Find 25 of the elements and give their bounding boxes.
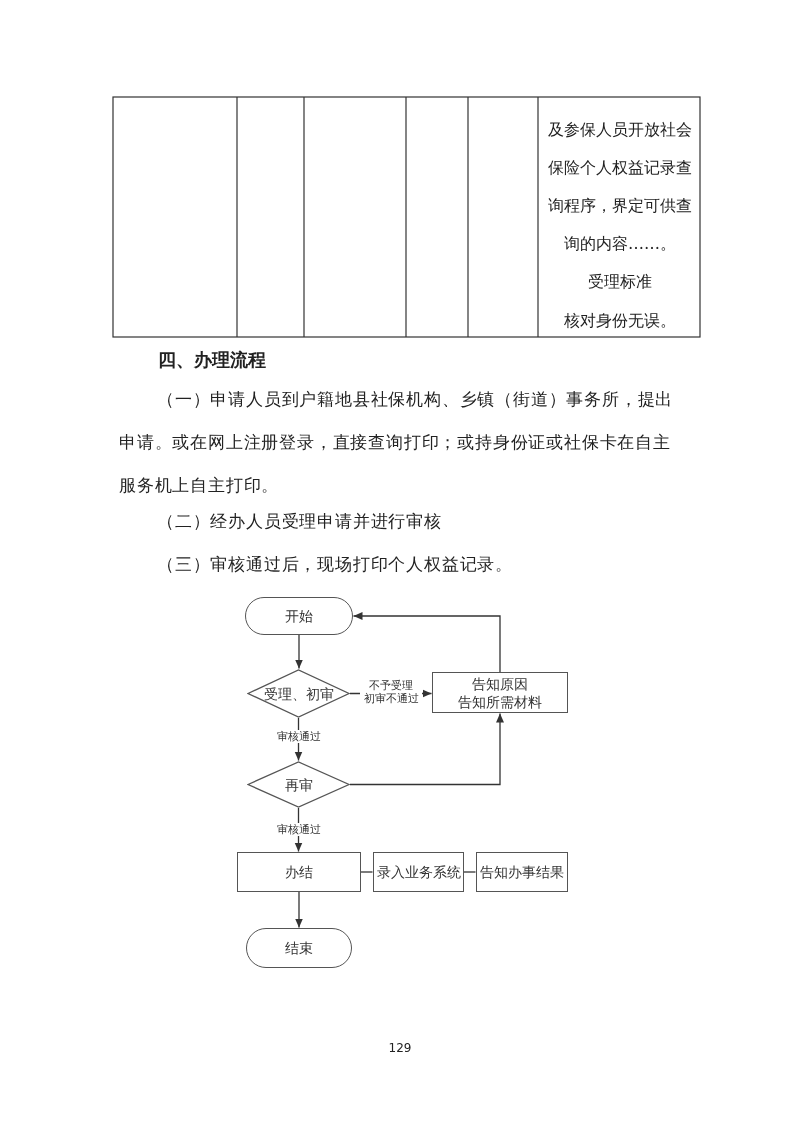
paragraph: （三）审核通过后，现场打印个人权益记录。 [156, 553, 514, 576]
edge-label: 不予受理初审不通过 [360, 679, 422, 705]
paragraph: （二）经办人员受理申请并进行审核 [156, 510, 443, 533]
arrow [352, 612, 501, 673]
decision-diamond: 再审 [247, 761, 350, 808]
process-box: 录入业务系统 [373, 852, 464, 892]
terminal-shape: 结束 [246, 928, 352, 968]
section-heading: 四、办理流程 [158, 348, 266, 372]
connector-line [463, 871, 477, 873]
cell-text: 受理标准 [587, 271, 653, 293]
arrow [295, 891, 303, 929]
cell-text: 核对身份无误。 [563, 310, 677, 332]
terminal-shape: 开始 [245, 597, 353, 635]
arrow [295, 634, 303, 670]
process-box: 办结 [237, 852, 361, 892]
paragraph: （一）申请人员到户籍地县社保机构、乡镇（街道）事务所，提出申请。或在网上注册登录，直接查询打印；或持身份证或社保卡在自主服务机上自主打印。 [119, 388, 675, 497]
arrow [349, 712, 504, 786]
page-number: 129 [387, 1040, 413, 1056]
process-box: 告知原因 告知所需材料 [432, 672, 568, 713]
cell-text: 及参保人员开放社会保险个人权益记录查询程序，界定可供查询的内容……。 [547, 119, 693, 255]
edge-label: 审核通过 [275, 823, 323, 836]
decision-diamond: 受理、初审 [247, 669, 350, 718]
edge-label: 审核通过 [275, 730, 323, 743]
connector-line [360, 871, 374, 873]
process-box: 告知办事结果 [476, 852, 568, 892]
